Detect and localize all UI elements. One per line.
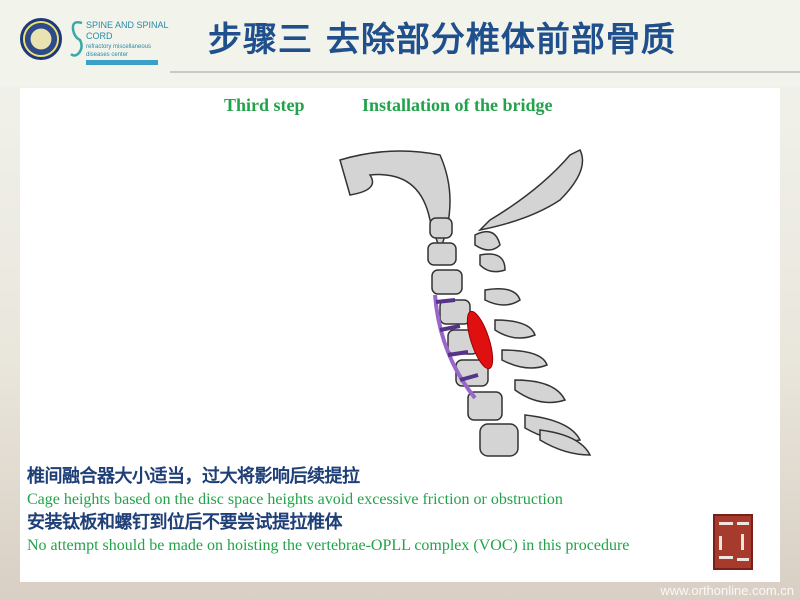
step-name: Installation of the bridge [362, 95, 553, 115]
title-divider [170, 71, 800, 73]
note-1-cn: 椎间融合器大小适当，过大将影响后续提拉 [27, 466, 360, 487]
logo-subtext: refractory miscellaneous diseases center [86, 44, 152, 58]
note-2-en: No attempt should be made on hoisting th… [27, 537, 630, 554]
slide-header: SPINE AND SPINAL CORD refractory miscell… [0, 0, 800, 86]
seal-stamp [713, 514, 753, 570]
note-2-cn: 安装钛板和螺钉到位后不要尝试提拉椎体 [27, 512, 343, 533]
step-label: Third step [224, 95, 305, 115]
logo-text: SPINE AND SPINAL CORD [86, 20, 169, 41]
screw [439, 324, 461, 332]
slide-title: 步骤三 去除部分椎体前部骨质 [208, 20, 676, 60]
hospital-logo [20, 18, 62, 60]
screw [459, 373, 479, 382]
spine-s-logo-icon [70, 21, 83, 57]
watermark: www.orthonline.com.cn [660, 583, 794, 598]
anterior-plate [433, 294, 477, 400]
spine-center-logo: SPINE AND SPINAL CORD refractory miscell… [70, 18, 170, 65]
logo-bar [86, 60, 158, 65]
screw [447, 350, 469, 357]
cervical-spine-illustration [339, 148, 592, 457]
note-1-en: Cage heights based on the disc space hei… [27, 491, 563, 508]
opll-mass [466, 310, 494, 370]
screw [435, 298, 456, 304]
